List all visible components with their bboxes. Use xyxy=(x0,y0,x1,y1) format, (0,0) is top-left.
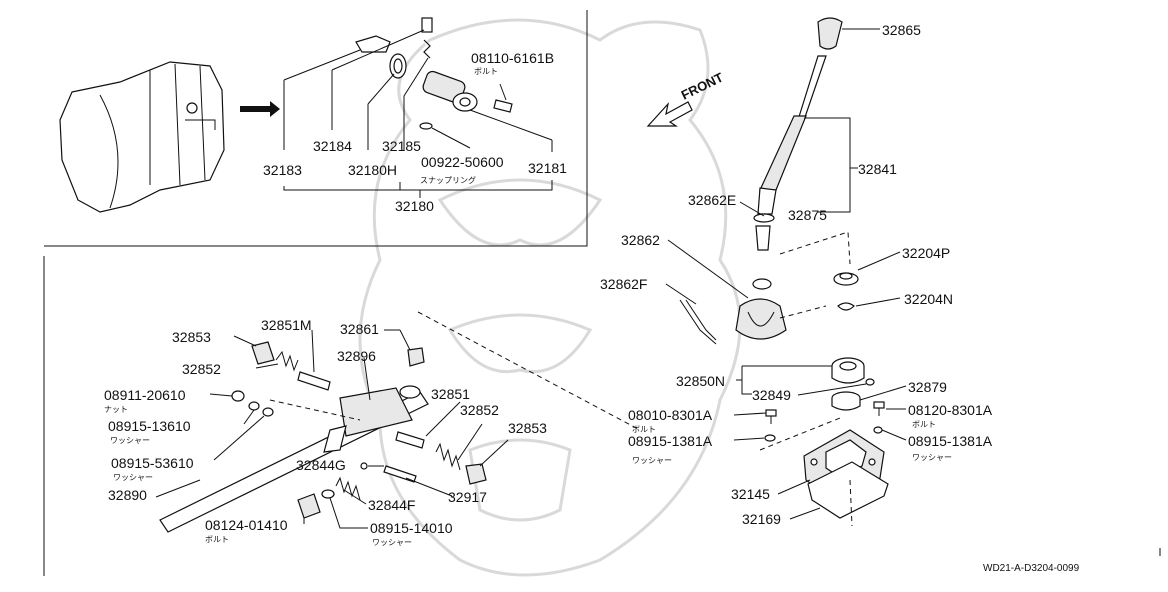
part-number-32852-right: 32852 xyxy=(460,402,499,418)
part-number-32853-right: 32853 xyxy=(508,420,547,436)
part-number-32844f: 32844F xyxy=(368,497,415,513)
part-number-32181: 32181 xyxy=(528,160,567,176)
part-note-bolt: ボルト xyxy=(205,535,229,544)
part-note-washer: ワッシャー xyxy=(110,436,150,445)
part-number-08010-8301a: 08010-8301A xyxy=(628,407,713,423)
part-number-32184: 32184 xyxy=(313,138,352,154)
leader-lines-upper-right xyxy=(665,28,901,319)
frame-lines xyxy=(43,10,1161,576)
part-number-08915-1381a-right: 08915-1381A xyxy=(908,433,993,449)
part-number-08124-01410: 08124-01410 xyxy=(205,517,288,533)
part-number-32180h: 32180H xyxy=(348,162,397,178)
part-note-washer: ワッシャー xyxy=(372,538,412,547)
part-number-32185: 32185 xyxy=(382,138,421,154)
part-number-08110-6161b: 08110-6161B xyxy=(471,50,554,66)
front-direction-indicator: FRONT xyxy=(646,70,726,127)
part-number-08911-20610: 08911-20610 xyxy=(104,387,186,403)
part-number-32875: 32875 xyxy=(788,207,827,223)
part-number-08915-53610: 08915-53610 xyxy=(111,455,194,471)
part-number-32850n: 32850N xyxy=(676,373,725,389)
part-note-washer: ワッシャー xyxy=(632,456,672,465)
diagram-reference-code: WD21-A-D3204-0099 xyxy=(983,563,1080,574)
part-number-32852-left: 32852 xyxy=(182,361,221,377)
part-number-32145: 32145 xyxy=(731,486,770,502)
part-note-snap-ring: スナップリング xyxy=(420,175,476,185)
part-number-32861: 32861 xyxy=(340,321,379,337)
part-number-08915-13610: 08915-13610 xyxy=(108,418,191,434)
part-number-32890: 32890 xyxy=(108,487,147,503)
part-number-32844g: 32844G xyxy=(296,457,346,473)
part-number-32851: 32851 xyxy=(431,386,470,402)
part-number-08915-1381a-left: 08915-1381A xyxy=(628,433,713,449)
part-number-32917: 32917 xyxy=(448,489,487,505)
part-number-32853-left: 32853 xyxy=(172,329,211,345)
leader-lines-lower-right xyxy=(733,365,907,527)
leader-lines-upper-left xyxy=(283,29,553,198)
part-number-32183: 32183 xyxy=(263,162,302,178)
part-number-08915-14010: 08915-14010 xyxy=(370,520,453,536)
part-number-32896: 32896 xyxy=(337,348,376,364)
part-number-32862e: 32862E xyxy=(688,192,736,208)
part-number-32879: 32879 xyxy=(908,379,947,395)
part-number-32865: 32865 xyxy=(882,22,921,38)
transmission-case xyxy=(59,61,280,213)
shift-lever xyxy=(679,17,859,345)
part-number-08120-8301a: 08120-8301A xyxy=(908,402,993,418)
shift-base-assembly xyxy=(764,357,889,519)
part-note-bolt: ボルト xyxy=(474,67,498,76)
part-number-00922-50600: 00922-50600 xyxy=(421,154,504,170)
part-number-32204p: 32204P xyxy=(902,245,950,261)
part-number-32169: 32169 xyxy=(742,511,781,527)
leader-lines-lower-left xyxy=(155,311,641,529)
part-number-32180: 32180 xyxy=(395,198,434,214)
part-note-washer: ワッシャー xyxy=(912,453,952,462)
shift-rod-assembly xyxy=(159,341,487,533)
part-number-32204n: 32204N xyxy=(904,291,953,307)
part-number-32851m: 32851M xyxy=(261,317,312,333)
watermark-emblem xyxy=(358,18,742,577)
part-number-32862f: 32862F xyxy=(600,276,647,292)
part-note-nut: ナット xyxy=(104,405,128,414)
arrow-icon xyxy=(240,101,280,117)
part-note-bolt: ボルト xyxy=(912,420,936,429)
part-number-32862: 32862 xyxy=(621,232,660,248)
part-number-32849: 32849 xyxy=(752,387,791,403)
part-note-washer: ワッシャー xyxy=(113,473,153,482)
part-number-32841: 32841 xyxy=(858,161,897,177)
part-note-bolt: ボルト xyxy=(632,425,656,434)
